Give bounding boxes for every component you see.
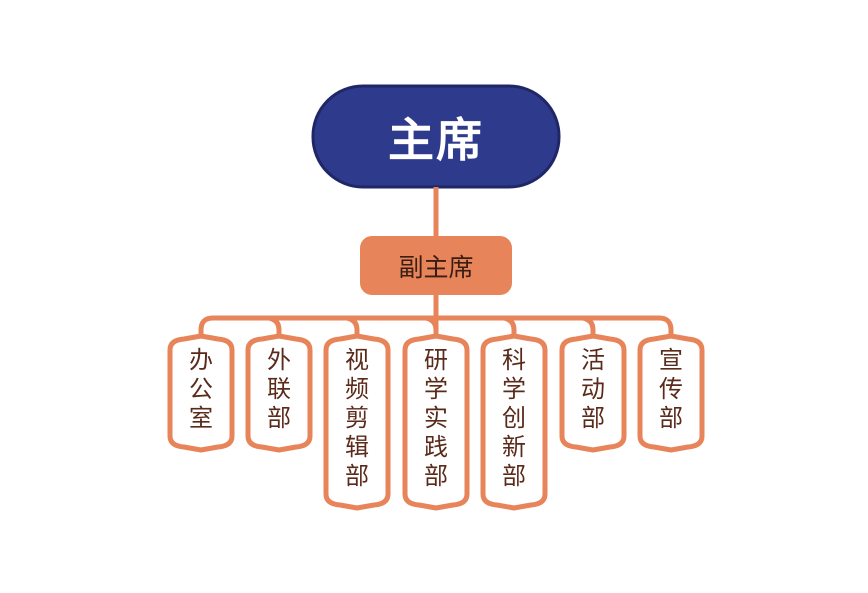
connector-line	[582, 315, 596, 336]
connector-line	[425, 315, 439, 336]
department-node: 科学创新部	[483, 346, 545, 491]
connector-line	[268, 315, 282, 336]
department-label: 研学实践部	[424, 346, 448, 490]
department-box	[167, 333, 235, 453]
vice-chairman-node: 副主席	[360, 236, 512, 295]
department-box	[245, 333, 313, 453]
department-label: 视频剪辑部	[345, 346, 369, 490]
department-node: 研学实践部	[405, 346, 467, 491]
department-box	[637, 333, 705, 453]
department-node: 宣传部	[640, 346, 702, 433]
department-label: 外联部	[267, 346, 291, 432]
department-box	[480, 333, 548, 511]
department-box	[323, 333, 391, 511]
department-box	[559, 333, 627, 453]
vice-chairman-box	[360, 236, 512, 295]
vice-chairman-label: 副主席	[398, 252, 474, 282]
department-node: 办公室	[170, 346, 232, 433]
connector-line	[503, 315, 517, 336]
department-label: 活动部	[581, 346, 605, 432]
department-label: 办公室	[189, 346, 213, 432]
connector-line	[346, 315, 360, 336]
department-box	[402, 333, 470, 511]
department-label: 宣传部	[659, 346, 683, 432]
chairman-label: 主席	[388, 112, 484, 167]
department-node: 视频剪辑部	[326, 346, 388, 491]
connector-bar	[198, 315, 674, 336]
department-node: 外联部	[248, 346, 310, 433]
department-label: 科学创新部	[502, 346, 526, 490]
chairman-node: 主席	[312, 85, 560, 188]
department-node: 活动部	[562, 346, 624, 433]
